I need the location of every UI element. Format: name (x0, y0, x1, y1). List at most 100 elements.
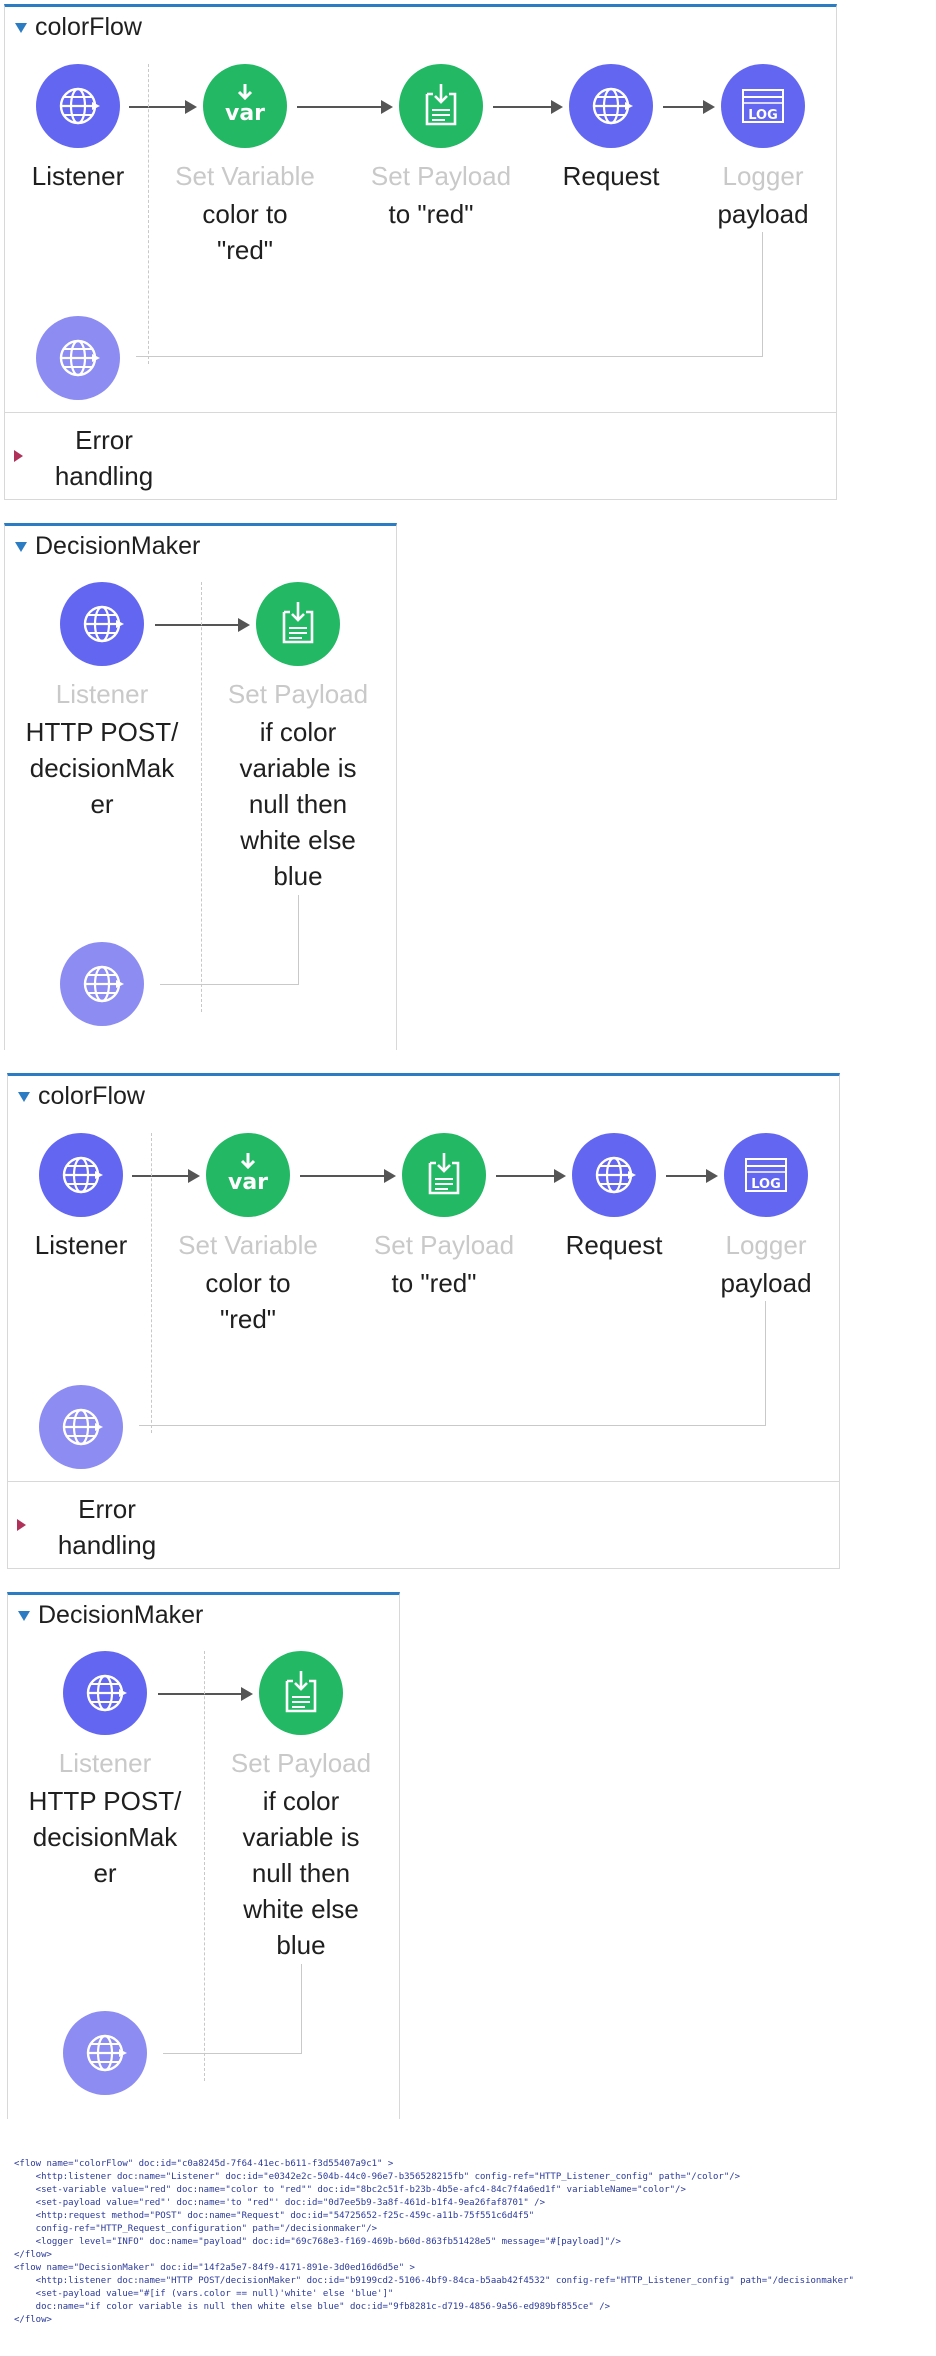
node-label: Set Variable (178, 1230, 318, 1260)
node-label: Listener (31, 161, 125, 191)
logger-node[interactable] (724, 1133, 808, 1217)
flow-title[interactable]: DecisionMaker (15, 532, 200, 561)
flow-title[interactable]: colorFlow (15, 13, 142, 42)
node-label: Listener (58, 1748, 152, 1778)
node-description: HTTP POST/ decisionMak er (25, 717, 179, 819)
connector-arrow (297, 100, 393, 114)
collapse-icon[interactable] (18, 1610, 30, 1621)
globe-icon (59, 87, 102, 125)
flow-title-text: colorFlow (38, 1082, 145, 1110)
set-variable-node[interactable] (203, 64, 287, 148)
code-line: <flow name="colorFlow" doc:id="c0a8245d-… (14, 2159, 394, 2169)
node-label: Set Payload (373, 1230, 515, 1260)
expand-icon[interactable] (17, 1519, 26, 1531)
node-description: color to "red" (202, 199, 288, 265)
set-payload-node[interactable] (402, 1133, 486, 1217)
return-line (163, 1964, 302, 2054)
node-description: payload (720, 1268, 812, 1298)
globe-icon (62, 1408, 105, 1446)
set-payload-node[interactable] (256, 582, 340, 666)
collapse-icon[interactable] (15, 22, 27, 33)
code-line: <set-payload value="red"' doc:name='to "… (14, 2198, 546, 2208)
source-return-node[interactable] (63, 2011, 147, 2095)
code-line: <http:listener doc:name="HTTP POST/decis… (14, 2276, 854, 2286)
return-line (160, 895, 299, 985)
globe-icon (59, 339, 102, 377)
source-return-node[interactable] (39, 1385, 123, 1469)
node-description: to "red" (391, 1268, 477, 1298)
globe-icon (592, 87, 635, 125)
source-divider (204, 1651, 205, 2081)
code-line: <logger level="INFO" doc:name="payload" … (14, 2237, 621, 2247)
xml-source-code: <flow name="colorFlow" doc:id="c0a8245d-… (14, 2158, 924, 2327)
return-line (139, 1301, 766, 1426)
node-label: Logger (722, 161, 804, 191)
source-divider (151, 1133, 152, 1433)
flow-title-text: DecisionMaker (38, 1601, 204, 1629)
code-line: <http:listener doc:name="Listener" doc:i… (14, 2172, 741, 2182)
listener-node[interactable] (39, 1133, 123, 1217)
listener-node[interactable] (60, 582, 144, 666)
globe-icon (86, 2034, 129, 2072)
expand-icon[interactable] (14, 450, 23, 462)
node-label: Listener (34, 1230, 128, 1260)
node-description: HTTP POST/ decisionMak er (28, 1786, 182, 1888)
payload-icon (282, 600, 314, 644)
error-handling-label[interactable]: Error handling (54, 425, 154, 491)
connector-arrow (132, 1169, 200, 1183)
source-return-node[interactable] (60, 942, 144, 1026)
set-variable-node[interactable] (206, 1133, 290, 1217)
connector-arrow (663, 100, 715, 114)
var-icon (223, 82, 267, 128)
node-label: Set Payload (230, 1748, 372, 1778)
payload-icon (428, 1151, 460, 1195)
code-line: <flow name="DecisionMaker" doc:id="14f2a… (14, 2263, 415, 2273)
globe-icon (62, 1156, 105, 1194)
code-line: config-ref="HTTP_Request_configuration" … (14, 2224, 378, 2234)
log-icon (745, 1158, 787, 1193)
source-divider (148, 64, 149, 364)
code-line: </flow> (14, 2315, 52, 2325)
flow-title[interactable]: DecisionMaker (18, 1601, 203, 1630)
connector-arrow (129, 100, 197, 114)
node-label: Request (562, 161, 660, 191)
collapse-icon[interactable] (15, 541, 27, 552)
error-section-divider (8, 1481, 839, 1482)
flow-title-text: colorFlow (35, 13, 142, 41)
listener-node[interactable] (36, 64, 120, 148)
flow-title-text: DecisionMaker (35, 532, 201, 560)
listener-node[interactable] (63, 1651, 147, 1735)
node-description: color to "red" (205, 1268, 291, 1334)
code-line: <set-variable value="red" doc:name="colo… (14, 2185, 686, 2195)
request-node[interactable] (572, 1133, 656, 1217)
code-line: doc:name="if color variable is null then… (14, 2302, 611, 2312)
source-divider (201, 582, 202, 1012)
payload-icon (425, 82, 457, 126)
node-label: Set Variable (175, 161, 315, 191)
source-return-node[interactable] (36, 316, 120, 400)
connector-arrow (666, 1169, 718, 1183)
set-payload-node[interactable] (399, 64, 483, 148)
code-line: <http:request method="POST" doc:name="Re… (14, 2211, 535, 2221)
node-label: Set Payload (370, 161, 512, 191)
error-handling-label[interactable]: Error handling (57, 1494, 157, 1560)
node-label: Request (565, 1230, 663, 1260)
collapse-icon[interactable] (18, 1091, 30, 1102)
node-label: Listener (55, 679, 149, 709)
node-description: if color variable is null then white els… (242, 1786, 360, 1960)
logger-node[interactable] (721, 64, 805, 148)
node-label: Logger (725, 1230, 807, 1260)
error-section-divider (5, 412, 836, 413)
globe-icon (83, 965, 126, 1003)
node-description: if color variable is null then white els… (239, 717, 357, 891)
code-line: </flow> (14, 2250, 52, 2260)
node-label: Set Payload (227, 679, 369, 709)
request-node[interactable] (569, 64, 653, 148)
connector-arrow (496, 1169, 566, 1183)
globe-icon (595, 1156, 638, 1194)
connector-arrow (493, 100, 563, 114)
node-description: payload (717, 199, 809, 229)
flow-title[interactable]: colorFlow (18, 1082, 145, 1111)
set-payload-node[interactable] (259, 1651, 343, 1735)
log-icon (742, 89, 784, 124)
